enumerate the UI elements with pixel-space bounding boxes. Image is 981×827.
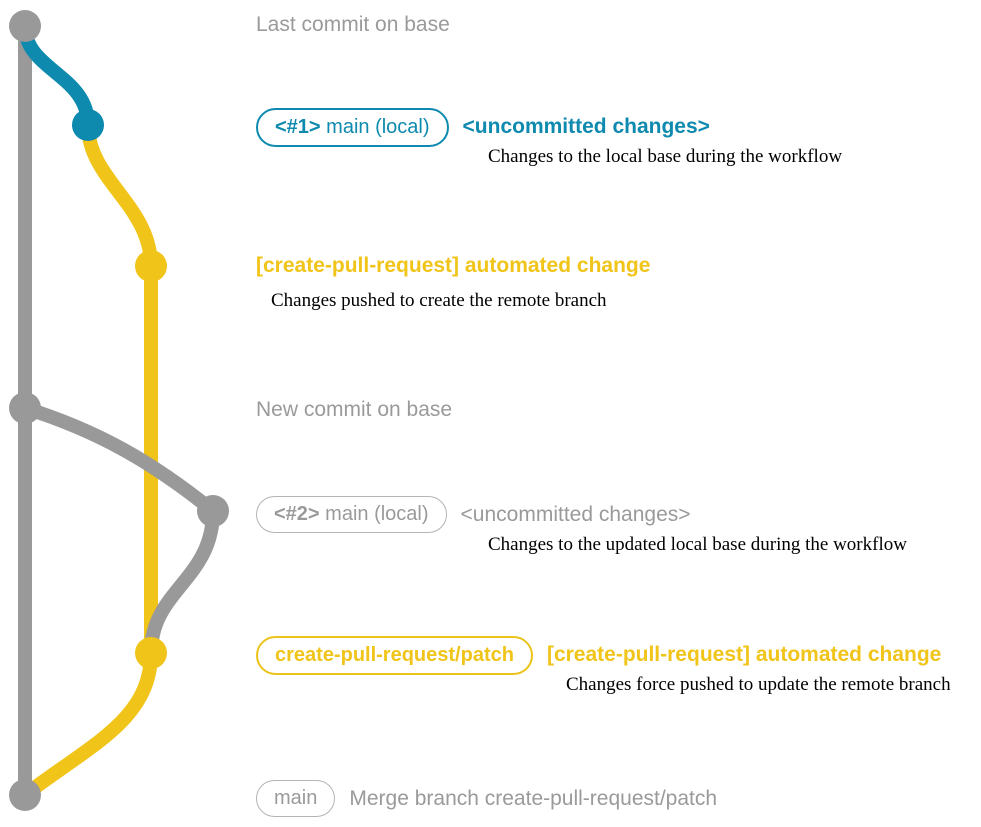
entry-local-1: <#1> main (local) <uncommitted changes> [256, 108, 710, 147]
entry-local-2: <#2> main (local) <uncommitted changes> [256, 496, 691, 533]
caption-new-commit-on-base: New commit on base [256, 398, 453, 421]
badge-hash-1: <#1> [275, 116, 321, 138]
commit-note-remote-update: Changes force pushed to update the remot… [566, 674, 951, 695]
badge-main-local-2[interactable]: <#2> main (local) [256, 496, 447, 533]
commit-subject-remote-update: [create-pull-request] automated change [546, 643, 942, 666]
badge-ref-4: main [274, 787, 318, 809]
commit-node-merge[interactable] [9, 779, 41, 811]
commit-subject-merge: Merge branch create-pull-request/patch [349, 787, 718, 810]
badge-main-local-1[interactable]: <#1> main (local) [256, 108, 449, 147]
commit-subject-remote-create: [create-pull-request] automated change [256, 254, 651, 277]
commit-node-last-base[interactable] [9, 10, 41, 42]
badge-ref-3: create-pull-request/patch [275, 644, 514, 666]
edge-local-2-to-remote-update [144, 504, 220, 660]
commit-node-local-1[interactable] [72, 109, 104, 141]
commit-note-local-1: Changes to the local base during the wor… [488, 146, 843, 167]
caption-last-commit-on-base: Last commit on base [256, 13, 450, 36]
badge-ref-1: main (local) [320, 116, 430, 138]
edge-remote-update-to-merge [18, 646, 158, 802]
commit-node-new-base[interactable] [9, 392, 41, 424]
badge-create-pull-request-patch[interactable]: create-pull-request/patch [256, 636, 533, 675]
entry-remote-update: create-pull-request/patch [create-pull-r… [256, 636, 941, 675]
badge-ref-2: main (local) [319, 503, 429, 525]
badge-hash-2: <#2> [274, 503, 320, 525]
badge-main[interactable]: main [256, 780, 336, 817]
commit-note-local-2: Changes to the updated local base during… [488, 534, 907, 555]
entry-merge: main Merge branch create-pull-request/pa… [256, 780, 717, 817]
commit-node-local-2[interactable] [197, 495, 229, 527]
commit-node-remote-update[interactable] [135, 637, 167, 669]
commit-note-remote-create: Changes pushed to create the remote bran… [271, 290, 607, 311]
commit-subject-local-1: <uncommitted changes> [462, 115, 710, 138]
commit-node-remote-create[interactable] [135, 250, 167, 282]
edge-new-base-to-local-2 [18, 401, 220, 518]
edge-local-1-to-remote-create [81, 118, 158, 273]
commit-subject-local-2: <uncommitted changes> [460, 503, 691, 526]
